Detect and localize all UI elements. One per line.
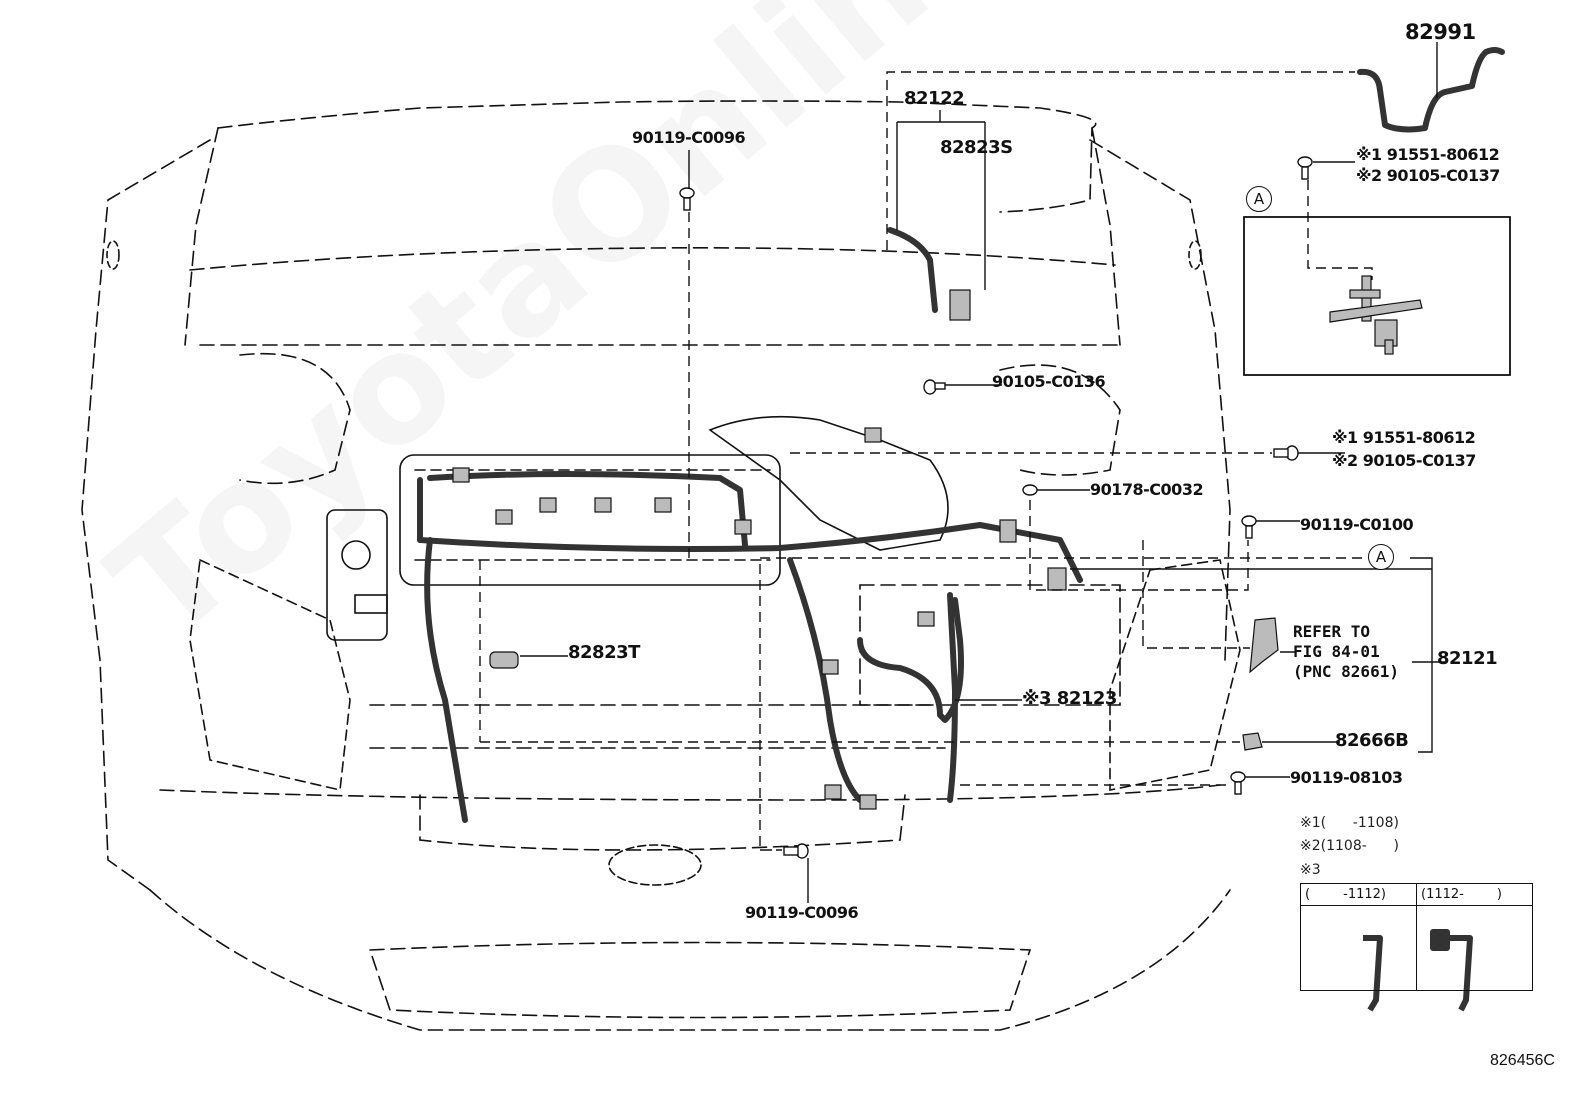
part-label-82666B[interactable]: 82666B <box>1335 730 1409 751</box>
connector <box>539 497 557 513</box>
part-label-82121[interactable]: 82121 <box>1437 648 1498 669</box>
part-label-82823T[interactable]: 82823T <box>568 642 640 663</box>
footnote-range: ( -1108) <box>1320 815 1399 831</box>
bolt-icon <box>783 843 809 859</box>
harness-82123 <box>857 597 964 723</box>
bolt-icon <box>1297 156 1313 180</box>
bolt-icon <box>1273 445 1299 461</box>
left-harness-drop <box>424 537 468 823</box>
part-label-90119-C0100[interactable]: 90119-C0100 <box>1300 515 1414 534</box>
variant-image-cell <box>1416 905 1533 991</box>
left-headlight <box>189 558 351 791</box>
coolant-reservoir <box>326 509 388 641</box>
part-label-90119-08103[interactable]: 90119-08103 <box>1290 768 1403 787</box>
grille <box>419 794 906 851</box>
connector <box>859 794 877 810</box>
refer-note-line2: FIG 84-01 <box>1293 642 1380 661</box>
footnote-mark: ※3 <box>1300 862 1321 878</box>
connector <box>824 784 842 800</box>
part-label-90105-C0137-mid[interactable]: ※2 90105-C0137 <box>1332 451 1476 470</box>
refer-note: REFER TO FIG 84-01 (PNC 82661) <box>1293 622 1399 682</box>
bolt-icon <box>679 187 695 211</box>
bumper-lower <box>149 889 1231 1031</box>
connector <box>917 611 935 627</box>
hood-left-edge <box>184 127 219 346</box>
detail-box-a <box>1243 216 1511 376</box>
windshield-lower <box>189 247 1116 271</box>
radiator-support <box>369 704 946 749</box>
battery-area <box>859 584 1121 706</box>
variant-column-header: (1112- ) <box>1416 883 1533 906</box>
part-label-90178-C0032[interactable]: 90178-C0032 <box>1090 480 1204 499</box>
connector <box>594 497 612 513</box>
part-label-82122[interactable]: 82122 <box>904 88 965 109</box>
connector <box>654 497 672 513</box>
harness-to-82122 <box>887 227 938 313</box>
right-fender <box>1089 139 1231 661</box>
bumper-top <box>159 784 1221 801</box>
connector-82661 <box>1249 617 1279 674</box>
connector <box>452 467 470 483</box>
part-label-90119-C0096-top[interactable]: 90119-C0096 <box>632 128 746 147</box>
footnote-mark: ※2 <box>1300 838 1321 854</box>
part-label-91551-80612-mid[interactable]: ※1 91551-80612 <box>1332 428 1476 447</box>
main-harness-run <box>417 522 1083 583</box>
left-strut-tower <box>239 352 351 485</box>
lower-grille <box>368 941 1032 1019</box>
connector <box>999 519 1017 543</box>
part-label-82823S[interactable]: 82823S <box>940 137 1013 158</box>
connector <box>495 509 513 525</box>
right-strut-tower <box>999 364 1121 476</box>
center-harness-drop <box>787 557 863 803</box>
nut-icon <box>1022 484 1038 496</box>
part-label-90119-C0096-bottom[interactable]: 90119-C0096 <box>745 903 859 922</box>
refer-note-line3: (PNC 82661) <box>1293 662 1399 681</box>
left-fender <box>81 139 211 891</box>
refer-note-line1: REFER TO <box>1293 622 1371 641</box>
right-mirror <box>1188 240 1202 270</box>
callout-marker-a-main: A <box>1368 544 1394 570</box>
footnote-range: (1108- ) <box>1320 838 1399 854</box>
variant-table: ( -1112) (1112- ) <box>1300 883 1533 991</box>
bolt-icon <box>1230 771 1246 795</box>
bolt-icon <box>923 379 946 395</box>
clip-82666B <box>1242 732 1263 751</box>
engine-block-outline <box>399 454 781 586</box>
footnote-mark: ※1 <box>1300 815 1321 831</box>
part-label-90105-C0136[interactable]: 90105-C0136 <box>992 372 1106 391</box>
part-label-82991[interactable]: 82991 <box>1405 20 1476 44</box>
connector <box>821 659 839 675</box>
figure-id: 826456C <box>1490 1052 1555 1069</box>
harness-82991 <box>1357 47 1505 133</box>
part-label-91551-80612-top[interactable]: ※1 91551-80612 <box>1356 145 1500 164</box>
connector-82823T <box>489 651 519 669</box>
right-headlight <box>1109 559 1241 791</box>
callout-marker-a-detail: A <box>1246 186 1272 212</box>
emblem <box>608 844 702 886</box>
bolt-icon <box>1241 515 1257 539</box>
connector <box>1047 567 1067 591</box>
connector <box>734 519 752 535</box>
engine-harness-loop <box>417 471 748 548</box>
hood-outline <box>217 100 1097 213</box>
detail-a-bracket <box>1329 275 1423 355</box>
connector <box>864 427 882 443</box>
part-label-82123[interactable]: ※3 82123 <box>1022 688 1117 709</box>
footnote-3: ※3 <box>1300 862 1321 878</box>
part-label-90105-C0137-top[interactable]: ※2 90105-C0137 <box>1356 166 1500 185</box>
footnote-2: ※2(1108- ) <box>1300 838 1399 854</box>
connector-82823S <box>949 289 971 321</box>
air-intake <box>708 415 949 551</box>
variant-image-cell <box>1300 905 1417 991</box>
hood-right-edge <box>1091 127 1121 346</box>
left-mirror <box>106 240 120 270</box>
variant-column-header: ( -1112) <box>1300 883 1417 906</box>
footnote-1: ※1( -1108) <box>1300 815 1399 831</box>
